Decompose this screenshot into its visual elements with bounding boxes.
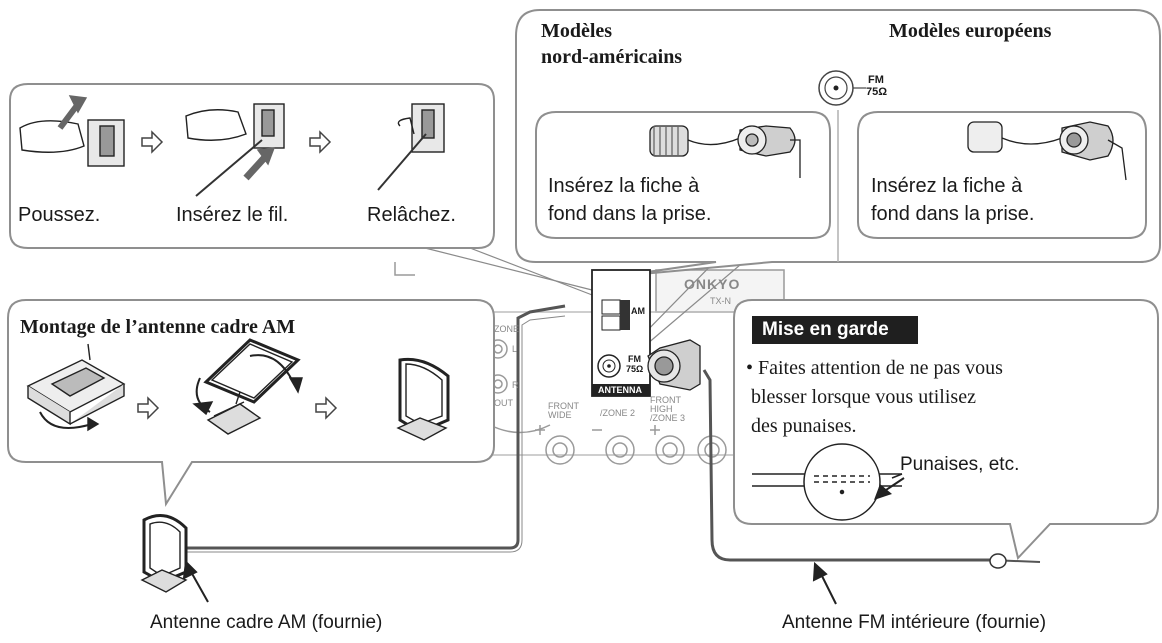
right-arrow-icon (141, 130, 164, 154)
panel-am-label: AM (631, 306, 645, 316)
am-antenna-assembled-icon (396, 357, 450, 441)
step-insert-label: Insérez le fil. (176, 204, 289, 226)
na-plug-icon (649, 125, 801, 178)
panel-zone-label: ZONE (494, 324, 520, 334)
am-assembly-title: Montage de l’antenne cadre AM (20, 316, 296, 338)
plug-instruction-na: Insérez la fiche à fond dans la prise. (548, 175, 712, 225)
panel-fm-label: FM (628, 354, 641, 364)
push-step-icon (19, 95, 125, 167)
eu-models-heading: Modèles européens (889, 20, 1052, 42)
brand-logo: ONKYO (684, 276, 741, 292)
eu-plug-icon (967, 121, 1127, 181)
panel-l-label: L (512, 344, 518, 354)
panel-antenna-label: ANTENNA (598, 385, 642, 395)
pointer-arrows (182, 559, 837, 605)
caution-callout-box (733, 299, 1159, 561)
am-loop-antenna-icon (140, 514, 188, 593)
panel-model-label: TX-N (710, 296, 731, 306)
na-models-heading: Modèles nord-américains (541, 20, 683, 68)
release-step-icon (377, 103, 445, 191)
am-antenna-folded-icon (26, 343, 126, 432)
fm-jack-label-bottom: 75Ω (866, 86, 888, 98)
panel-fm-ohm-label: 75Ω (626, 364, 644, 374)
fm-jack-label-top: FM (868, 74, 884, 86)
antenna-terminal (591, 269, 651, 397)
panel-front-wide-label: FRONT WIDE (548, 401, 579, 420)
panel-front-high-label: FRONT HIGH /ZONE 3 (650, 395, 686, 423)
pins-label: Punaises, etc. (900, 454, 1020, 475)
plug-instruction-eu: Insérez la fiche à fond dans la prise. (871, 175, 1035, 225)
caution-title: Mise en garde (752, 316, 918, 344)
step-push-label: Poussez. (18, 204, 101, 226)
step-release-label: Relâchez. (367, 204, 456, 226)
am-antenna-caption: Antenne cadre AM (fournie) (150, 612, 383, 633)
am-assembly-callout-box (7, 299, 495, 508)
fm-plug-connected-icon (647, 339, 701, 391)
caution-text: • Faites attention de ne pas vous blesse… (746, 357, 1003, 437)
terminal-callout-box (9, 83, 495, 249)
panel-zone2-label: /ZONE 2 (600, 408, 636, 418)
am-antenna-unfolding-icon (192, 338, 303, 435)
insert-wire-step-icon (185, 103, 285, 197)
am-cable (180, 304, 566, 550)
fm-antenna-caption: Antenne FM intérieure (fournie) (782, 612, 1047, 633)
panel-r-label: R (512, 380, 519, 390)
panel-out-label: OUT (494, 398, 513, 408)
fm-cable (702, 369, 990, 562)
pushpin-illustration (752, 443, 903, 521)
